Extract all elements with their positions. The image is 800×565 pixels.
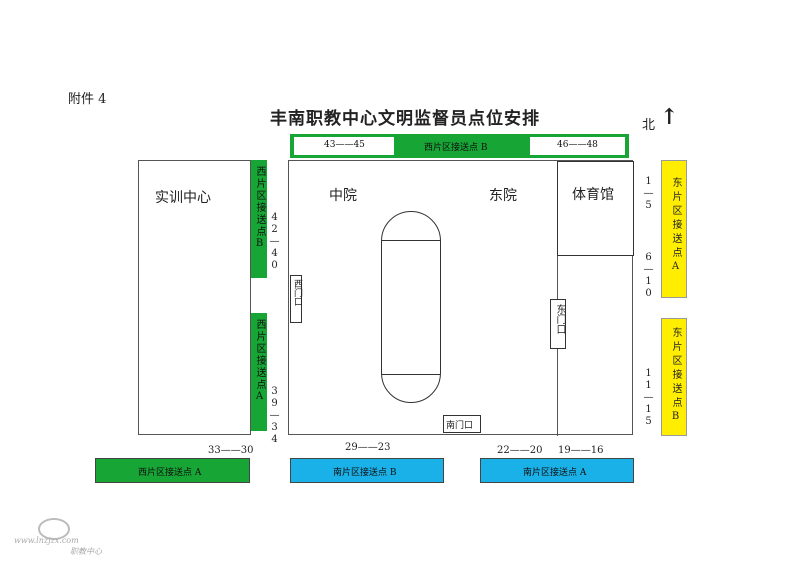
watermark-logo-icon: [38, 518, 70, 540]
training-center: 实训中心: [138, 160, 251, 435]
west-b-range: 42—40: [269, 212, 280, 272]
east-a-range1: 1—5: [643, 176, 654, 212]
east-gate-label: 东门口: [554, 304, 565, 334]
top-pickup-bar: 43——45 西片区接送点 B 46——48: [290, 134, 629, 158]
bottom-south-a-range2: 19——16: [558, 445, 604, 456]
bottom-west-pickup-a-label: 西片区接送点 A: [138, 468, 202, 478]
north-arrow-icon: ↑: [660, 104, 679, 130]
west-pickup-b-label: 西片区接送点B: [254, 166, 265, 251]
east-b-range: 11—15: [643, 368, 654, 428]
track-inner-line-top: [382, 240, 440, 241]
middle-yard-label: 中院: [329, 188, 357, 204]
west-a-range: 39—34: [269, 386, 280, 446]
east-pickup-a-label: 东片区接送点A: [670, 177, 681, 276]
bottom-south-pickup-a: 南片区接送点 A: [480, 458, 634, 483]
top-bar-label: 西片区接送点 B: [424, 143, 488, 153]
west-gate: 西门口: [290, 275, 302, 323]
west-gate-label: 西门口: [292, 279, 302, 306]
campus-block: 中院 东院 体育馆 西门口 东门口 南门口: [288, 160, 634, 436]
watermark-url: www.lnzjzx.com: [14, 536, 79, 545]
east-gate: 东门口: [550, 299, 566, 349]
south-gate-label: 南门口: [446, 421, 474, 431]
yard-divider: [557, 161, 558, 436]
attachment-label: 附件 4: [68, 92, 107, 107]
training-center-label: 实训中心: [155, 190, 211, 206]
top-bar-left-box: 43——45: [294, 137, 394, 155]
gym-label: 体育馆: [572, 187, 614, 203]
east-pickup-b: 东片区接送点B: [661, 318, 687, 436]
east-pickup-a: 东片区接送点A: [661, 160, 687, 298]
east-a-range2: 6—10: [643, 252, 654, 300]
east-yard-label: 东院: [489, 188, 517, 204]
track-inner-line-bottom: [382, 374, 440, 375]
page-title: 丰南职教中心文明监督员点位安排: [270, 109, 540, 129]
north-label: 北: [642, 118, 656, 133]
east-pickup-b-label: 东片区接送点B: [670, 327, 681, 426]
bottom-south-pickup-a-label: 南片区接送点 A: [523, 468, 587, 478]
watermark-text: 职教中心: [70, 547, 102, 556]
bottom-south-pickup-b-label: 南片区接送点 B: [333, 468, 397, 478]
top-bar-right-range: 46——48: [557, 140, 598, 150]
bottom-west-pickup-a: 西片区接送点 A: [95, 458, 250, 483]
west-pickup-b: 西片区接送点B: [251, 160, 267, 278]
south-gate: 南门口: [443, 415, 481, 433]
bottom-west-a-range: 33——30: [208, 445, 254, 456]
track: [381, 211, 441, 403]
bottom-south-a-range1: 22——20: [497, 445, 543, 456]
bottom-south-pickup-b: 南片区接送点 B: [290, 458, 444, 483]
west-pickup-a: 西片区接送点A: [251, 313, 267, 431]
top-bar-left-range: 43——45: [324, 140, 365, 150]
gym: 体育馆: [557, 161, 634, 256]
west-pickup-a-label: 西片区接送点A: [254, 319, 265, 404]
bottom-south-b-range: 29——23: [345, 442, 391, 453]
top-bar-right-box: 46——48: [530, 137, 625, 155]
